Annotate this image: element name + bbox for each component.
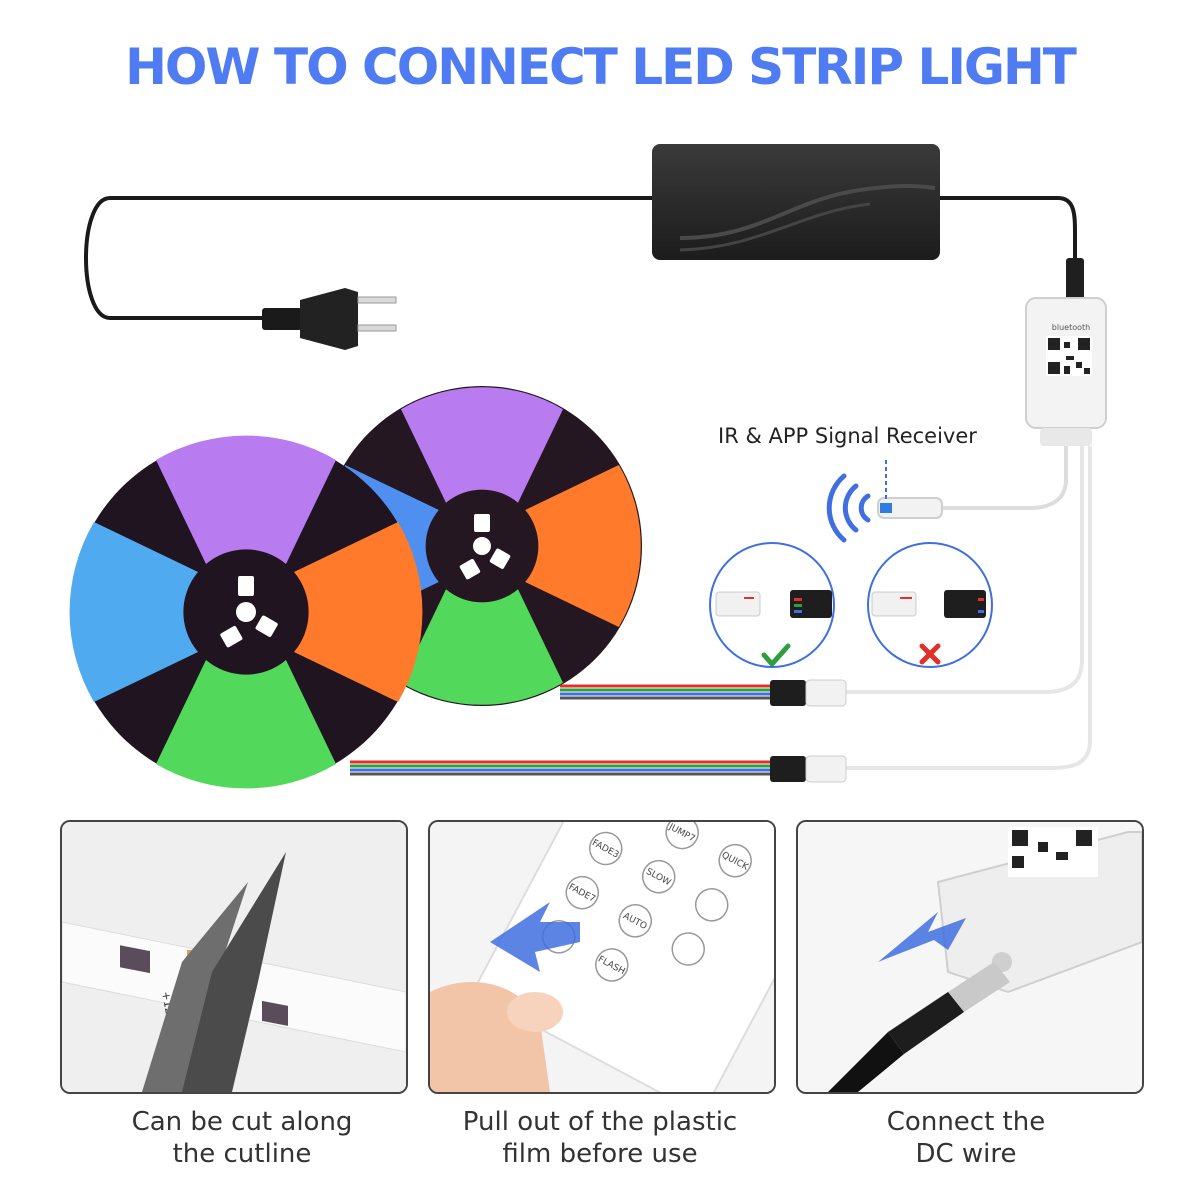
bluetooth-controller: bluetooth (1025, 297, 1107, 446)
output-wire-1 (845, 446, 1084, 694)
dc-connector-plug (828, 962, 1010, 1092)
receiver-label: IR & APP Signal Receiver (718, 424, 977, 448)
caption-line: Connect the (886, 1107, 1046, 1137)
dc-plug (1066, 258, 1084, 302)
led-strip-reel-front (69, 435, 423, 789)
panel-remote-film: JUMP7 QUICK FADE3 SLOW FADE7 AUTO FLASH (428, 820, 776, 1094)
pull-arrow-icon (490, 902, 580, 972)
ir-receiver-head (877, 497, 943, 519)
power-cord (84, 196, 655, 320)
caption-line: film before use (502, 1139, 698, 1169)
remote-control: JUMP7 QUICK FADE3 SLOW FADE7 AUTO FLASH (476, 822, 774, 1092)
caption-cut-strip: Can be cut along the cutline (52, 1106, 432, 1170)
controller-brand-text: bluetooth (1052, 323, 1090, 332)
power-plug-icon (262, 288, 397, 350)
wiring-diagram: bluetooth (69, 144, 1107, 789)
dc-cable (940, 196, 1077, 262)
panel-cut-strip: +12V (60, 820, 408, 1094)
caption-line: the cutline (172, 1139, 312, 1169)
controller-closeup (936, 827, 1142, 994)
wrong-connection-diagram (867, 542, 993, 668)
correct-connection-diagram (709, 542, 835, 668)
receiver-cable (940, 446, 1068, 510)
caption-line: DC wire (915, 1139, 1017, 1169)
cross-icon (919, 643, 941, 665)
insert-arrow-icon (878, 912, 966, 962)
signal-waves-icon (826, 473, 871, 543)
check-icon (761, 643, 791, 667)
caption-line: Can be cut along (131, 1107, 353, 1137)
page-title: HOW TO CONNECT LED STRIP LIGHT (125, 38, 1077, 96)
caption-dc-wire: Connect the DC wire (776, 1106, 1156, 1170)
rgb-ribbon-cables (350, 679, 847, 783)
caption-remote-film: Pull out of the plastic film before use (410, 1106, 790, 1170)
output-wire-2 (845, 446, 1092, 770)
scissors-icon (142, 852, 286, 1092)
power-adapter (652, 144, 940, 260)
panel-dc-wire (796, 820, 1144, 1094)
hand-fingers (430, 982, 563, 1092)
caption-line: Pull out of the plastic (462, 1107, 738, 1137)
